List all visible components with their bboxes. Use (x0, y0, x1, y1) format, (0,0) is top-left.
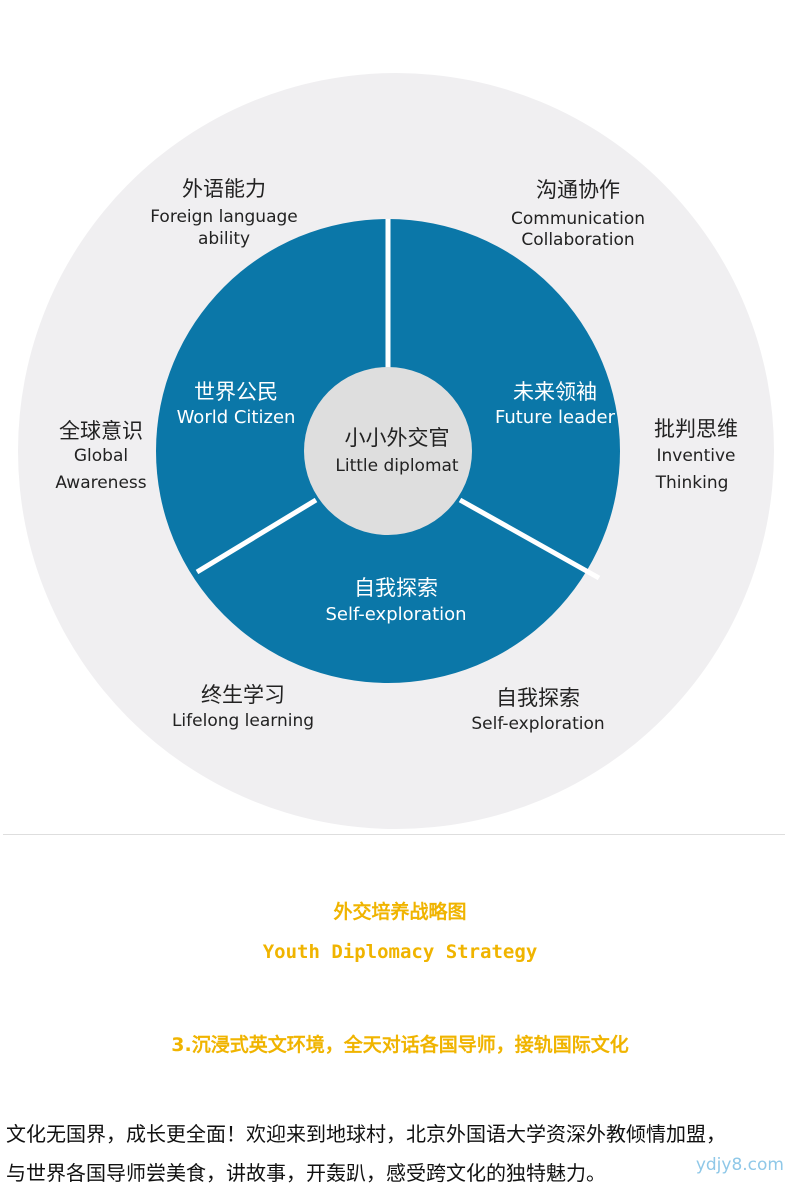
outer-communication-en2: Collaboration (521, 230, 634, 250)
outer-communication-en1: Communication (511, 209, 645, 229)
center-circle (304, 367, 472, 535)
outer-inventive-en1: Inventive (657, 446, 736, 466)
diagram-caption-cn: 外交培养战略图 (333, 901, 467, 923)
segment-world-citizen-en: World Citizen (177, 407, 296, 428)
outer-lifelong-en1: Lifelong learning (172, 711, 314, 731)
segment-self-exploration-cn: 自我探索 (354, 576, 438, 600)
outer-global-cn: 全球意识 (59, 419, 143, 443)
segment-future-leader-en: Future leader (495, 407, 616, 428)
outer-global-en1: Global (74, 446, 128, 466)
outer-global-en2: Awareness (55, 473, 146, 493)
segment-world-citizen-cn: 世界公民 (194, 380, 278, 404)
diagram-caption-en: Youth Diplomacy Strategy (262, 941, 538, 963)
outer-inventive-en2: Thinking (655, 473, 729, 493)
section-divider (3, 834, 785, 835)
strategy-diagram: 小小外交官 Little diplomat 世界公民 World Citizen… (18, 73, 774, 829)
segment-future-leader-cn: 未来领袖 (513, 380, 597, 404)
outer-communication-cn: 沟通协作 (536, 178, 620, 202)
segment-divider-left (195, 497, 318, 575)
center-label-en: Little diplomat (335, 456, 459, 476)
outer-self-exploration-cn: 自我探索 (496, 686, 580, 710)
section-heading: 3.沉浸式英文环境，全天对话各国导师，接轨国际文化 (171, 1034, 629, 1056)
body-paragraph-line-1: 文化无国界，成长更全面！欢迎来到地球村，北京外国语大学资深外教倾情加盟， (6, 1122, 726, 1146)
segment-divider-right (458, 497, 601, 581)
center-label-cn: 小小外交官 (345, 426, 450, 450)
outer-foreign-language-en1: Foreign language (150, 207, 298, 227)
outer-foreign-language-en2: ability (198, 229, 250, 249)
outer-self-exploration-en1: Self-exploration (471, 714, 604, 734)
outer-inventive-cn: 批判思维 (654, 417, 738, 441)
segment-self-exploration-en: Self-exploration (325, 604, 466, 625)
body-paragraph-line-2: 与世界各国导师尝美食，讲故事，开轰趴，感受跨文化的独特魅力。 (6, 1161, 606, 1185)
watermark: ydjy8.com (695, 1155, 784, 1175)
outer-foreign-language-cn: 外语能力 (182, 177, 266, 201)
outer-lifelong-cn: 终生学习 (201, 683, 285, 707)
